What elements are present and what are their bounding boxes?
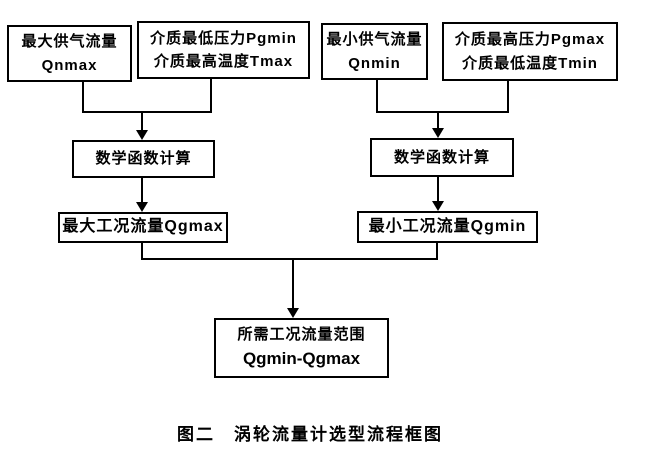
connector-qnmin-down [376,80,378,111]
node-qnmin: 最小供气流量 Qnmin [321,23,428,80]
connector-left-join-stem [141,111,143,131]
node-pgmax-tmin-label-line1: 介质最高压力Pgmax [454,31,606,49]
node-result-label-line1: 所需工况流量范围 [237,326,366,344]
arrowhead-into-result [287,308,299,318]
connector-qgmax-down [141,243,143,260]
figure-caption: 图二 涡轮流量计选型流程框图 [177,425,443,444]
connector-right-join-horizontal [376,111,509,113]
connector-bottom-join-horizontal [141,258,438,260]
connector-qgmin-down [436,243,438,260]
node-pgmin-tmax: 介质最低压力Pgmin 介质最高温度Tmax [137,21,310,79]
connector-qnmax-down [82,82,84,113]
node-calc-left: 数学函数计算 [72,140,215,178]
connector-pgmax-down [507,81,509,111]
node-qgmin: 最小工况流量Qgmin [357,211,538,243]
arrowhead-into-qgmax [136,202,148,212]
node-qnmax-label-line1: 最大供气流量 [21,33,118,51]
connector-pgmin-down [210,79,212,113]
node-pgmax-tmin-label-line2: 介质最低温度Tmin [462,54,598,72]
node-qnmin-label-line1: 最小供气流量 [326,31,423,49]
connector-calc-left-down [141,178,143,202]
node-pgmin-tmax-label-line2: 介质最高温度Tmax [153,53,294,70]
node-pgmax-tmin: 介质最高压力Pgmax 介质最低温度Tmin [442,22,618,81]
node-result-label-line2: Qgmin-Qgmax [242,349,361,369]
arrowhead-into-calc-left [136,130,148,140]
node-pgmin-tmax-label-line1: 介质最低压力Pgmin [150,29,297,47]
arrowhead-into-calc-right [432,128,444,138]
node-qnmax: 最大供气流量 Qnmax [7,25,132,82]
arrowhead-into-qgmin [432,201,444,211]
node-result: 所需工况流量范围 Qgmin-Qgmax [214,318,389,378]
node-calc-left-label: 数学函数计算 [95,150,192,168]
connector-left-join-horizontal [82,111,212,113]
connector-bottom-join-stem [292,258,294,308]
node-qnmin-label-line2: Qnmin [348,54,401,72]
node-qgmin-label: 最小工况流量Qgmin [368,217,527,235]
node-qnmax-label-line2: Qnmax [41,56,98,74]
connector-right-join-stem [437,111,439,128]
node-calc-right-label: 数学函数计算 [393,148,490,166]
node-calc-right: 数学函数计算 [370,138,514,177]
connector-calc-right-down [437,177,439,201]
node-qgmax-label: 最大工况流量Qgmax [62,218,224,236]
node-qgmax: 最大工况流量Qgmax [58,212,228,243]
